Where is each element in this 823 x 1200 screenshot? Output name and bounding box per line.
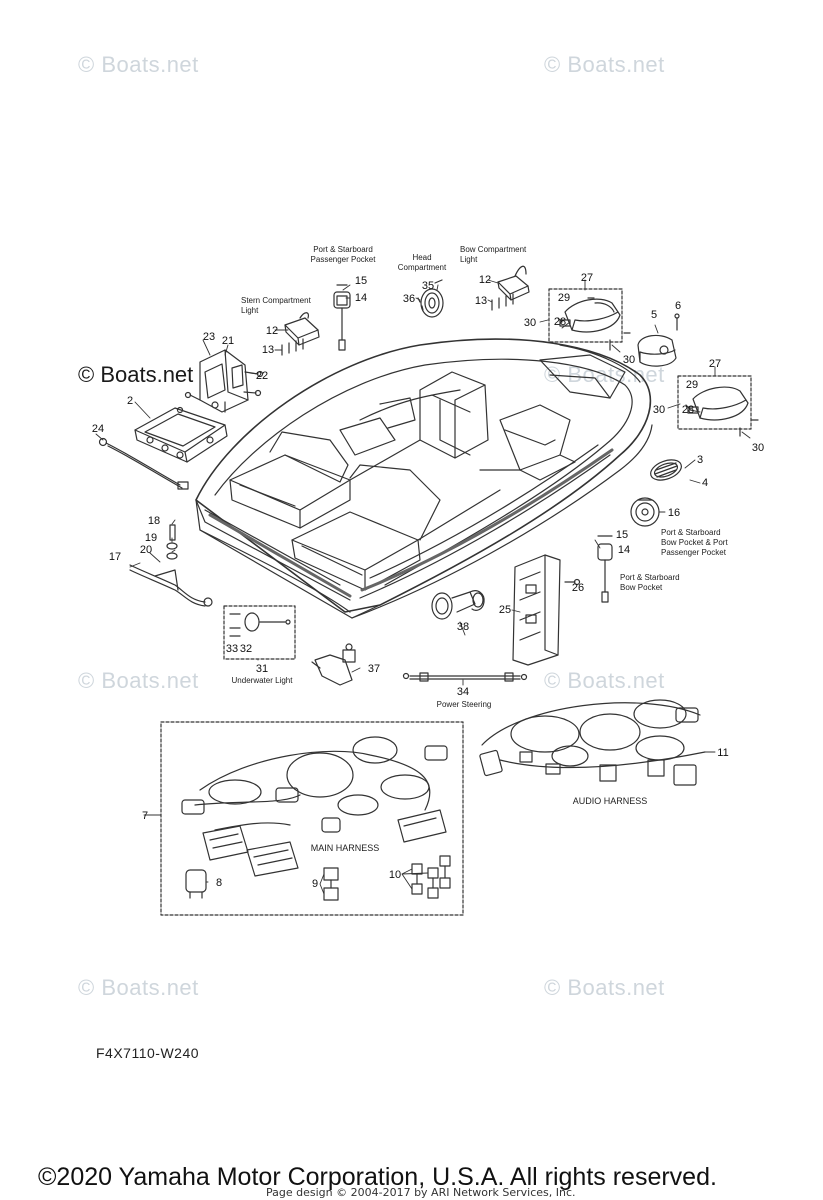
callout-7: 7 [142, 810, 148, 822]
callout-14-bow: 14 [618, 544, 630, 556]
boat-hull [195, 338, 653, 619]
callout-24: 24 [92, 423, 104, 435]
page-design-credit: Page design © 2004-2017 by ARI Network S… [266, 1186, 576, 1199]
callout-30-d: 30 [752, 442, 764, 454]
callout-34: 34 [457, 686, 469, 698]
callout-9: 9 [312, 878, 318, 890]
part-5-bow-light [637, 313, 680, 367]
watermark-top-right: © Boats.net [544, 52, 665, 77]
callout-25: 25 [499, 604, 511, 616]
callout-23: 23 [203, 331, 215, 343]
part-25-electrical-box [512, 554, 581, 666]
callout-36: 36 [403, 293, 415, 305]
callout-27-right: 27 [709, 358, 721, 370]
passenger-pocket-light-top [333, 284, 351, 351]
callout-30-c: 30 [653, 404, 665, 416]
callout-35: 35 [422, 280, 434, 292]
part-7-main-harness [160, 721, 464, 916]
label-stern-compartment-light-2: Light [241, 306, 259, 315]
callout-27-top: 27 [581, 272, 593, 284]
callout-13-bow: 13 [475, 295, 487, 307]
callout-30-b: 30 [623, 354, 635, 366]
part-38-socket [431, 590, 485, 620]
callout-13-stern: 13 [262, 344, 274, 356]
callout-26: 26 [572, 582, 584, 594]
callout-8: 8 [216, 877, 222, 889]
label-bow-pocket-3: Passenger Pocket [661, 548, 727, 557]
part-37-sensor [311, 643, 356, 686]
callout-4: 4 [702, 477, 708, 489]
area-labels: Port & Starboard Passenger Pocket Head C… [232, 245, 729, 853]
label-port-starboard-bow-pocket-2: Bow Pocket [620, 583, 663, 592]
watermark-center-left: © Boats.net [78, 668, 199, 693]
part-11-audio-harness [479, 699, 706, 786]
label-underwater-light: Underwater Light [232, 676, 294, 685]
watermark-bottom-right: © Boats.net [544, 975, 665, 1000]
leader-lines [95, 279, 751, 895]
label-audio-harness: AUDIO HARNESS [573, 796, 648, 806]
callout-28-right: 28 [682, 404, 694, 416]
callout-20: 20 [140, 544, 152, 556]
callout-2: 2 [127, 395, 133, 407]
label-port-starboard-bow-pocket-1: Port & Starboard [620, 573, 680, 582]
callout-11: 11 [717, 747, 728, 759]
label-main-harness: MAIN HARNESS [311, 843, 380, 853]
label-power-steering: Power Steering [437, 700, 492, 709]
callout-17: 17 [109, 551, 121, 563]
callout-22: 22 [256, 370, 268, 382]
callout-16: 16 [668, 507, 680, 519]
diagram-code: F4X7110-W240 [96, 1045, 200, 1061]
part-16-speaker [630, 497, 660, 527]
part-21-bracket [176, 349, 264, 414]
callout-30-a: 30 [524, 317, 536, 329]
callout-29-right: 29 [686, 379, 698, 391]
callout-numbers: 2 3 4 5 6 7 8 9 10 11 12 12 13 13 14 14 … [92, 272, 764, 890]
bow-compartment-light [491, 265, 530, 311]
label-bow-compartment-light-2: Light [460, 255, 478, 264]
watermark-top-left: © Boats.net [78, 52, 199, 77]
callout-21: 21 [222, 335, 234, 347]
callout-37: 37 [368, 663, 380, 675]
watermark-bottom-left: © Boats.net [78, 975, 199, 1000]
callout-15-bow: 15 [616, 529, 628, 541]
part-34-power-steering-cable [402, 672, 528, 682]
callout-32: 32 [240, 643, 252, 655]
copyright-notice: ©2020 Yamaha Motor Corporation, U.S.A. A… [38, 1163, 717, 1191]
label-head-compartment-1: Head [412, 253, 431, 262]
stern-compartment-light [281, 312, 320, 356]
callout-5: 5 [651, 309, 657, 321]
callout-28-top: 28 [554, 316, 566, 328]
callout-12-bow: 12 [479, 274, 491, 286]
part-31-underwater-light [223, 605, 296, 660]
callout-19: 19 [145, 532, 157, 544]
callout-3: 3 [697, 454, 703, 466]
part-2-battery-tray [134, 407, 228, 463]
callout-14-top: 14 [355, 292, 367, 304]
callout-10: 10 [389, 869, 401, 881]
callout-31: 31 [256, 663, 268, 675]
label-bow-pocket-2: Bow Pocket & Port [661, 538, 728, 547]
callout-15-top: 15 [355, 275, 367, 287]
part-3-speaker-grille [650, 459, 682, 481]
bow-pocket-light [597, 535, 613, 603]
part-27-speaker-right [677, 375, 759, 437]
watermark-center-right: © Boats.net [544, 668, 665, 693]
callout-33: 33 [226, 643, 238, 655]
callout-38: 38 [457, 621, 469, 633]
part-17-strap [129, 524, 213, 607]
callout-6: 6 [675, 300, 681, 312]
watermark-mid-left: © Boats.net [78, 362, 194, 387]
label-head-compartment-2: Compartment [398, 263, 447, 272]
callout-29-top: 29 [558, 292, 570, 304]
label-passenger-pocket-1: Port & Starboard [313, 245, 373, 254]
callout-12-stern: 12 [266, 325, 278, 337]
part-27-speaker-top [548, 288, 631, 351]
callout-18: 18 [148, 515, 160, 527]
label-bow-pocket-1: Port & Starboard [661, 528, 721, 537]
label-bow-compartment-light-1: Bow Compartment [460, 245, 527, 254]
part-24-battery-cable [98, 437, 189, 490]
label-stern-compartment-light-1: Stern Compartment [241, 296, 312, 305]
label-passenger-pocket-2: Passenger Pocket [311, 255, 377, 264]
